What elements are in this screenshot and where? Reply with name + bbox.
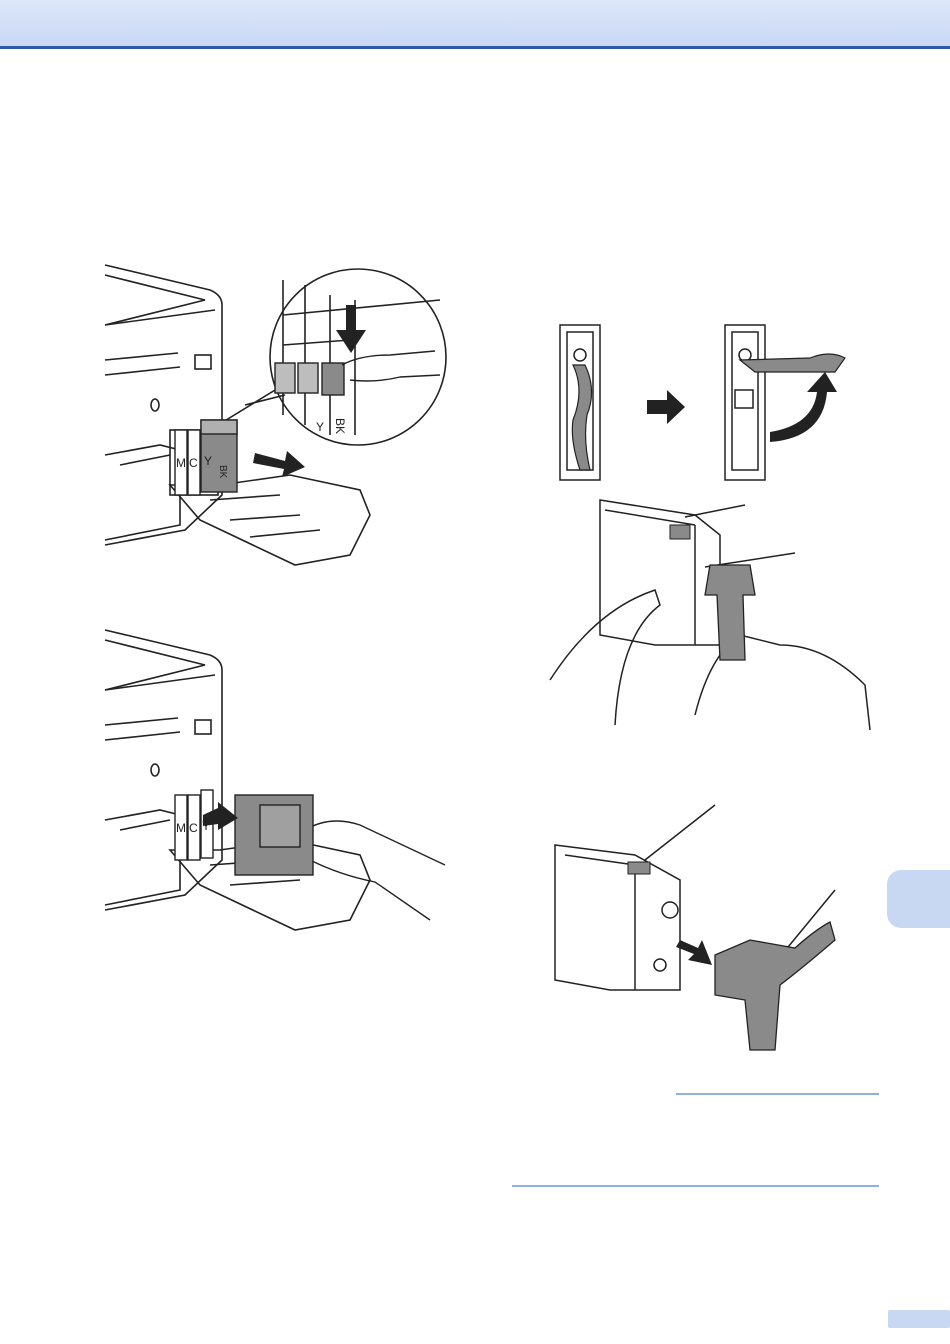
slot-label-m: M bbox=[176, 821, 186, 835]
slot-label-c: C bbox=[189, 821, 198, 835]
figure-remove-cap bbox=[550, 800, 850, 1060]
slot-label-y: Y bbox=[204, 454, 212, 468]
figure-remove-cartridge: M C Y BK Y BK bbox=[100, 255, 450, 575]
slot-label-m: M bbox=[176, 456, 186, 470]
zoom-label-bk: BK bbox=[333, 418, 347, 434]
slot-label-c: C bbox=[189, 456, 198, 470]
figure-rotate-lever bbox=[555, 320, 855, 485]
note-rule-bottom bbox=[512, 1185, 879, 1187]
figure-hold-cartridge bbox=[545, 495, 875, 740]
note-rule-top bbox=[676, 1093, 879, 1095]
arrow-icon bbox=[647, 390, 685, 424]
rotate-arrow-icon bbox=[770, 372, 837, 442]
figure-insert-cartridge: M C Y bbox=[100, 620, 450, 940]
pull-arrow-icon bbox=[676, 940, 712, 965]
chapter-tab bbox=[887, 870, 950, 928]
header-band bbox=[0, 0, 950, 49]
zoom-label-y: Y bbox=[316, 420, 324, 434]
slot-label-bk: BK bbox=[217, 465, 228, 479]
page-number-box bbox=[888, 1310, 950, 1328]
pull-arrow-icon bbox=[253, 451, 305, 477]
